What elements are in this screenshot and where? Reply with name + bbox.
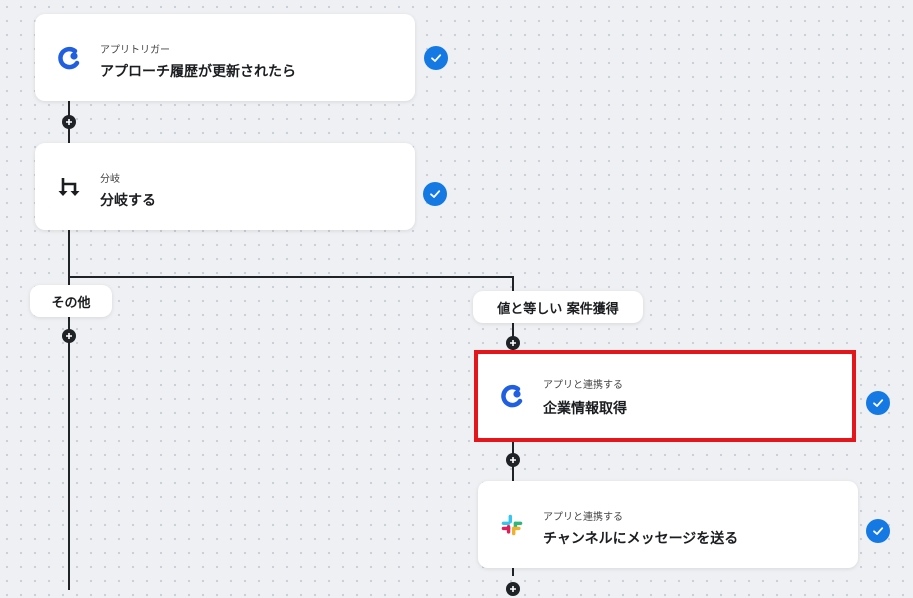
app-logo-icon	[58, 46, 80, 70]
branch-line	[68, 276, 514, 278]
app-logo-icon	[501, 384, 523, 408]
trigger-card[interactable]: アプリトリガー アプローチ履歴が更新されたら	[35, 14, 415, 101]
card-title: アプローチ履歴が更新されたら	[100, 64, 296, 80]
check-icon	[423, 182, 447, 206]
add-step-button[interactable]	[506, 336, 520, 350]
card-subtitle: アプリと連携する	[543, 512, 623, 523]
check-icon	[866, 519, 890, 543]
check-icon	[866, 391, 890, 415]
check-icon	[424, 46, 448, 70]
company-info-card[interactable]: アプリと連携する 企業情報取得	[478, 354, 852, 438]
card-subtitle: 分岐	[100, 174, 120, 185]
add-step-button[interactable]	[62, 115, 76, 129]
connector-line	[68, 230, 70, 590]
card-subtitle: アプリトリガー	[100, 45, 170, 56]
branch-label-condition[interactable]: 値と等しい 案件獲得	[473, 291, 643, 323]
add-step-button[interactable]	[506, 453, 520, 467]
add-step-button[interactable]	[506, 582, 520, 596]
slack-message-card[interactable]: アプリと連携する チャンネルにメッセージを送る	[478, 481, 858, 568]
branch-label-other[interactable]: その他	[30, 285, 112, 317]
add-step-button[interactable]	[62, 329, 76, 343]
card-title: 分岐する	[100, 193, 156, 209]
branch-card[interactable]: 分岐 分岐する	[35, 143, 415, 230]
slack-icon	[501, 514, 523, 536]
card-title: 企業情報取得	[543, 401, 627, 417]
card-title: チャンネルにメッセージを送る	[543, 531, 739, 547]
card-subtitle: アプリと連携する	[543, 380, 623, 391]
selection-highlight	[474, 350, 856, 442]
branch-icon	[58, 178, 80, 196]
